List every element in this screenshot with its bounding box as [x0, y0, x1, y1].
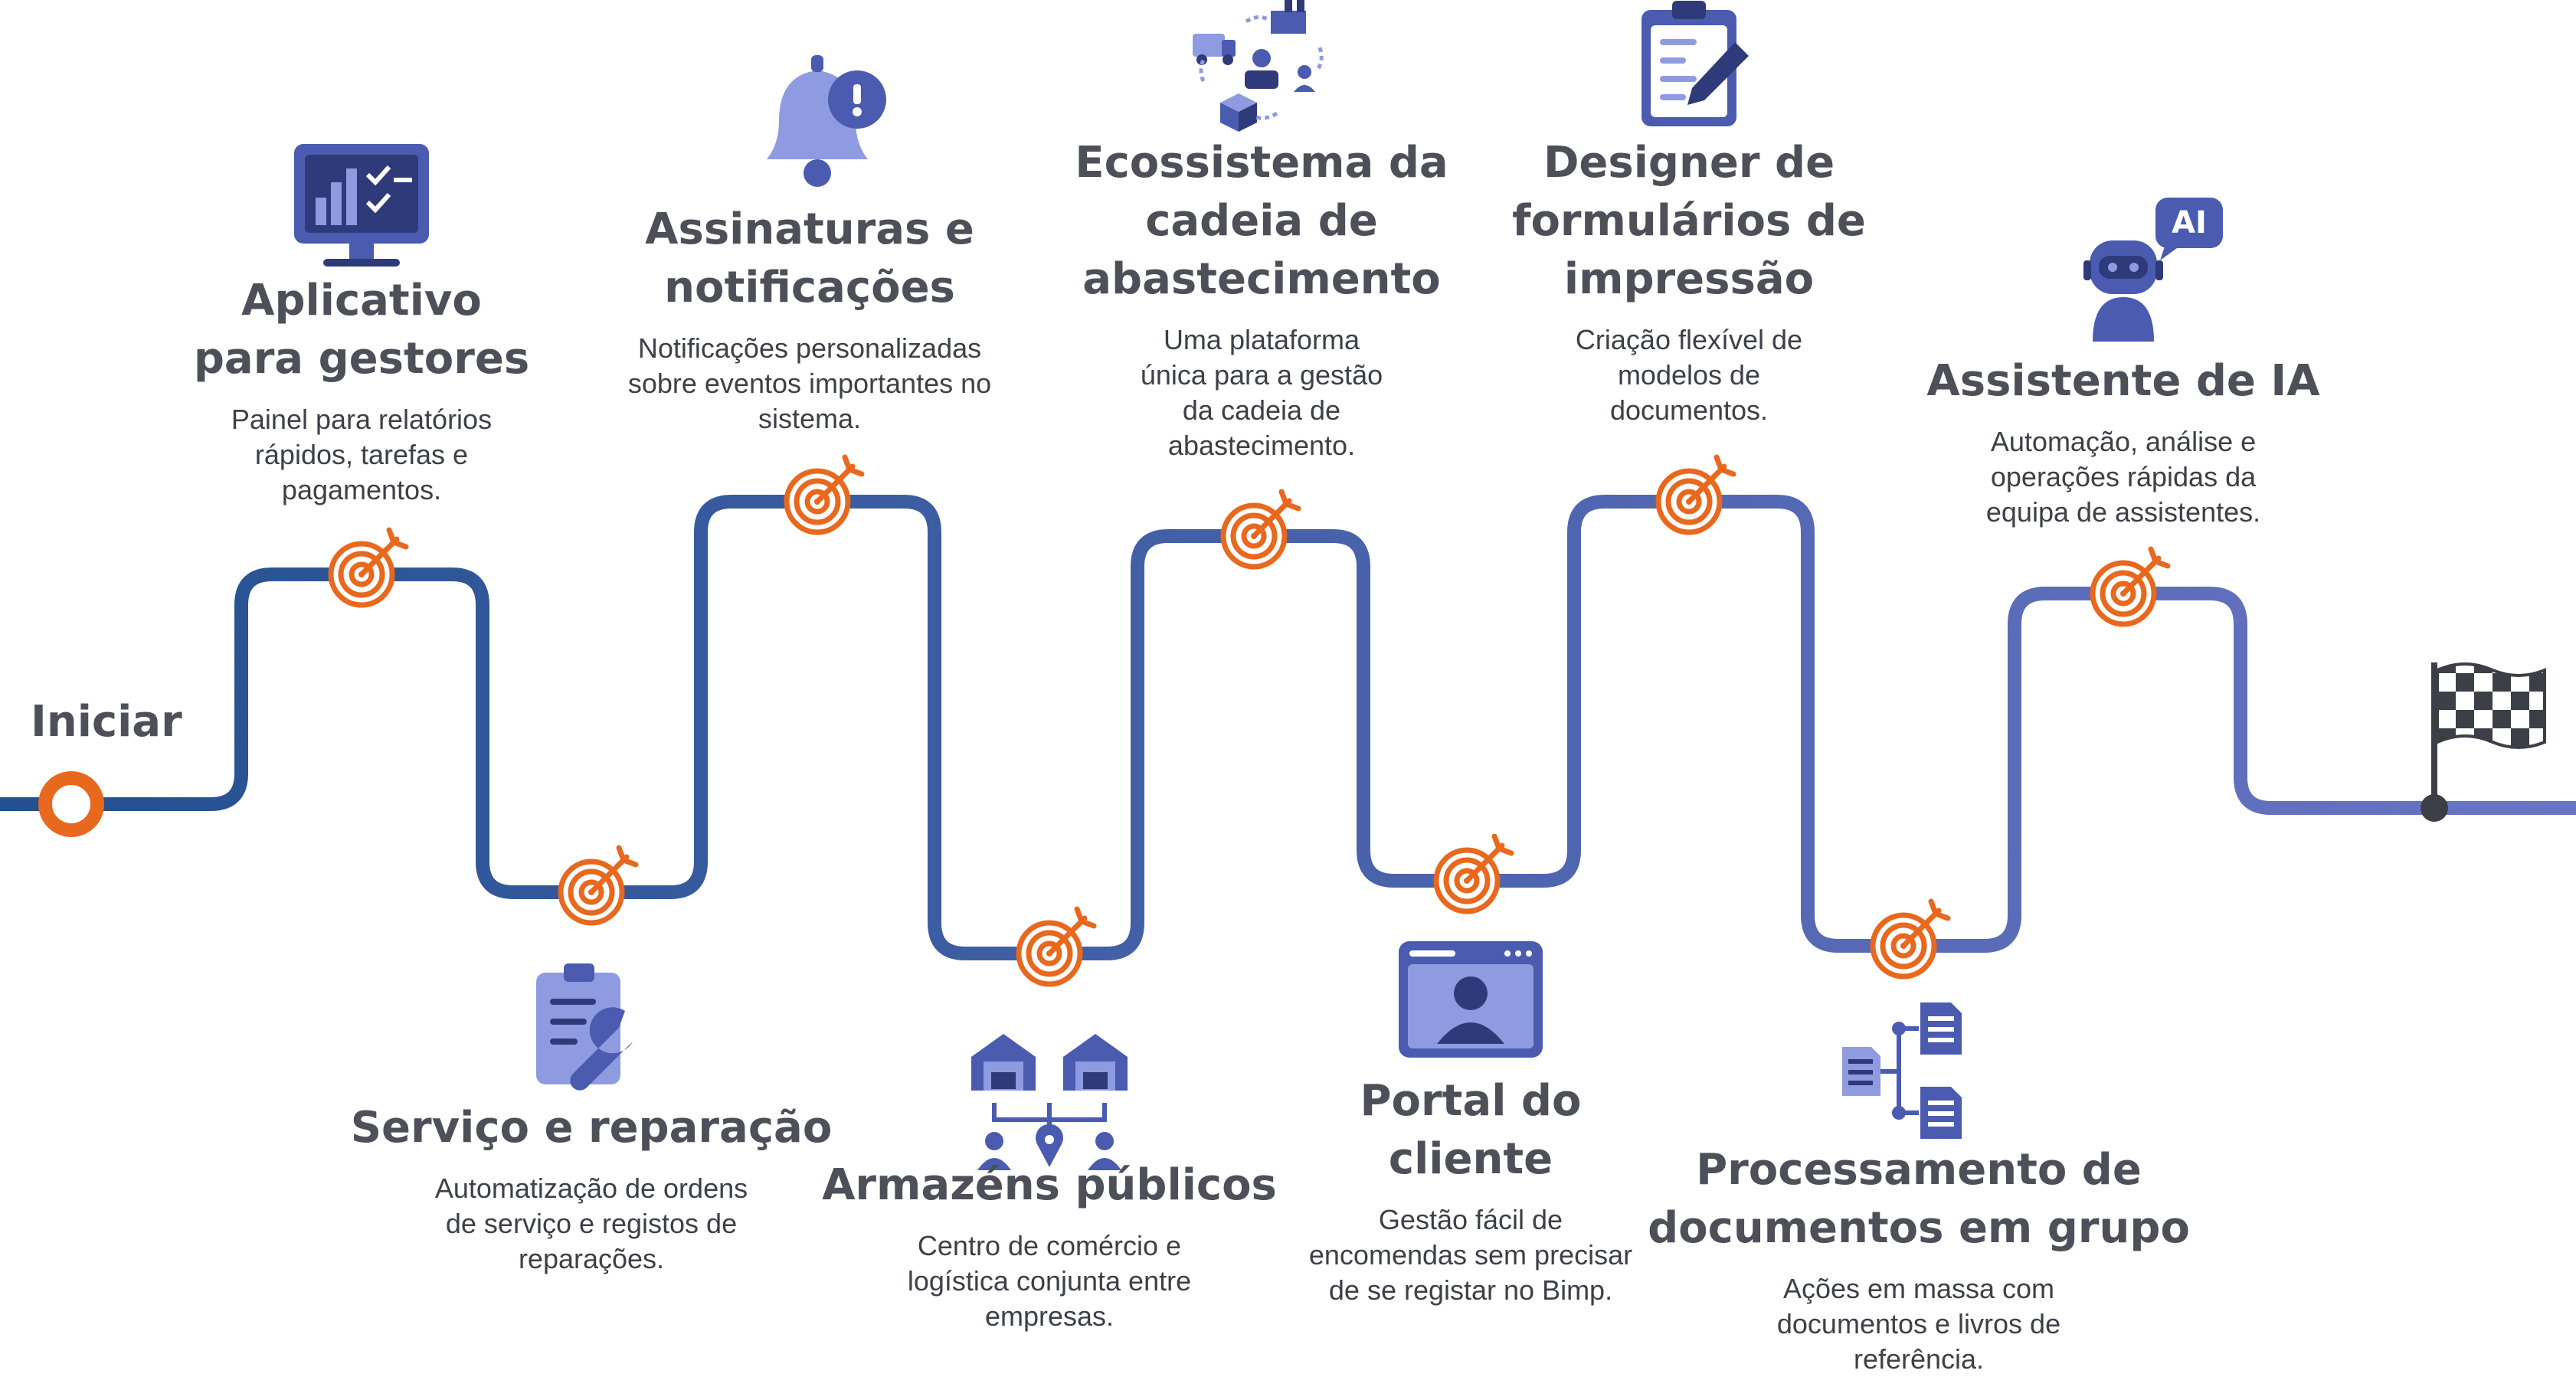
dashboard-monitor-icon	[294, 144, 429, 267]
milestone-description: Notificações personalizadas sobre eventos…	[572, 331, 1047, 437]
milestone-description-line: Automação, análise e	[1990, 426, 2257, 457]
milestone-description: Automação, análise e operações rápidas da…	[1886, 424, 2361, 530]
milestone-title: Portal do cliente	[1256, 1072, 1685, 1189]
milestone-description-line: reparações.	[518, 1243, 665, 1274]
ai-badge-label: AI	[2172, 205, 2207, 240]
start-marker	[38, 771, 104, 837]
target-icon	[558, 845, 639, 926]
customer-portal-icon	[1399, 941, 1543, 1058]
milestone-description-line: rápidos, tarefas e	[254, 439, 469, 470]
milestone-description-line: Criação flexível de	[1575, 324, 1803, 355]
milestone-title: Armazéns públicos	[812, 1156, 1287, 1215]
finish-flag-icon	[2421, 662, 2546, 822]
milestone-title: Designer de formulários de impressão	[1475, 134, 1903, 309]
milestone-title: Processamento de documentos em grupo	[1643, 1141, 2195, 1258]
milestone-description-line: sobre eventos importantes no	[627, 368, 992, 399]
form-designer-icon	[1642, 1, 1749, 126]
milestone-title-line: notificações	[664, 263, 955, 312]
target-icon	[1433, 833, 1514, 914]
document-batch-icon	[1842, 1002, 1962, 1139]
milestone-description-line: Uma plataforma	[1163, 324, 1360, 355]
milestone-description-line: abastecimento.	[1167, 430, 1356, 461]
target-icon	[328, 527, 409, 608]
target-icon	[1220, 489, 1301, 570]
milestone-description: Ações em massa com documentos e livros de…	[1643, 1271, 2195, 1377]
milestone-title: Serviço e reparação	[346, 1099, 836, 1157]
milestone-description-line: Notificações personalizadas	[637, 332, 982, 364]
milestone-description: Automatização de ordens de serviço e regi…	[346, 1171, 836, 1277]
target-icon	[1016, 906, 1097, 987]
target-icon	[1870, 898, 1951, 980]
milestone-description-line: empresas.	[984, 1300, 1115, 1332]
start-label: Iniciar	[31, 697, 182, 747]
milestone-description-line: operações rápidas da	[1990, 461, 2257, 492]
milestone-title-line: Armazéns públicos	[822, 1160, 1277, 1210]
milestone-description-line: modelos de	[1617, 359, 1761, 391]
milestone-title-line: Designer de	[1543, 138, 1835, 188]
milestone-description-line: logística conjunta entre	[907, 1265, 1192, 1297]
milestone-description: Centro de comércio e logística conjunta e…	[812, 1228, 1287, 1334]
bell-alert-icon	[767, 55, 886, 187]
target-icon	[2090, 546, 2171, 627]
milestone-description-line: pagamentos.	[281, 474, 442, 505]
milestone-title-line: formulários de	[1512, 196, 1866, 246]
milestone-description-line: de serviço e registos de	[445, 1208, 738, 1239]
milestone-title-line: Ecossistema da	[1075, 138, 1448, 188]
milestone-description-line: Ações em massa com	[1782, 1273, 2055, 1304]
ai-assistant-icon: AI	[2083, 198, 2223, 342]
milestone-description-line: encomendas sem precisar	[1308, 1239, 1633, 1271]
clipboard-wrench-icon	[536, 963, 633, 1091]
milestone-title: Ecossistema da cadeia de abastecimento	[1047, 134, 1476, 309]
warehouse-network-icon	[971, 1034, 1128, 1170]
milestone-description-line: Centro de comércio e	[917, 1230, 1182, 1261]
milestone-title-line: abastecimento	[1082, 254, 1441, 304]
milestone-description-line: Gestão fácil de	[1378, 1204, 1563, 1235]
milestone-title-line: Serviço e reparação	[350, 1103, 833, 1153]
milestone-title-line: Processamento de	[1696, 1145, 2142, 1195]
milestone-description-line: Automatização de ordens	[434, 1173, 748, 1204]
milestone-description-line: sistema.	[758, 403, 862, 434]
milestone-title-line: Assistente de IA	[1926, 356, 2320, 406]
milestone-title-line: cadeia de	[1145, 196, 1378, 246]
milestone-title: Assinaturas e notificações	[572, 201, 1047, 317]
milestone-title-line: Aplicativo	[241, 276, 482, 325]
target-icon	[1655, 454, 1736, 535]
milestone-description-line: Painel para relatórios	[231, 404, 493, 435]
milestone-description-line: da cadeia de	[1182, 394, 1341, 426]
milestone-description-line: documentos e livros de	[1776, 1308, 2061, 1339]
milestone-title-line: cliente	[1388, 1134, 1553, 1184]
milestone-title-line: Portal do	[1360, 1076, 1582, 1126]
milestone-title: Assistente de IA	[1886, 352, 2361, 410]
milestone-description-line: de se registar no Bimp.	[1328, 1274, 1613, 1306]
milestone-title-line: documentos em grupo	[1648, 1203, 2190, 1253]
milestone-description-line: única para a gestão	[1140, 359, 1383, 391]
milestone: Assistente de IA Automação, análise e oper…	[1886, 352, 2361, 530]
milestone-title-line: impressão	[1563, 254, 1815, 304]
target-icon	[784, 454, 865, 535]
milestone-title: Aplicativo para gestores	[132, 272, 591, 388]
milestone-title-line: Assinaturas e	[645, 204, 974, 254]
supply-chain-icon	[1193, 0, 1324, 132]
milestone-description: Painel para relatórios rápidos, tarefas e…	[132, 402, 591, 508]
milestone-title-line: para gestores	[193, 334, 530, 384]
milestone-description-line: documentos.	[1609, 394, 1769, 426]
milestone-description-line: equipa de assistentes.	[1985, 496, 2261, 528]
milestone-description-line: referência.	[1853, 1343, 1985, 1375]
